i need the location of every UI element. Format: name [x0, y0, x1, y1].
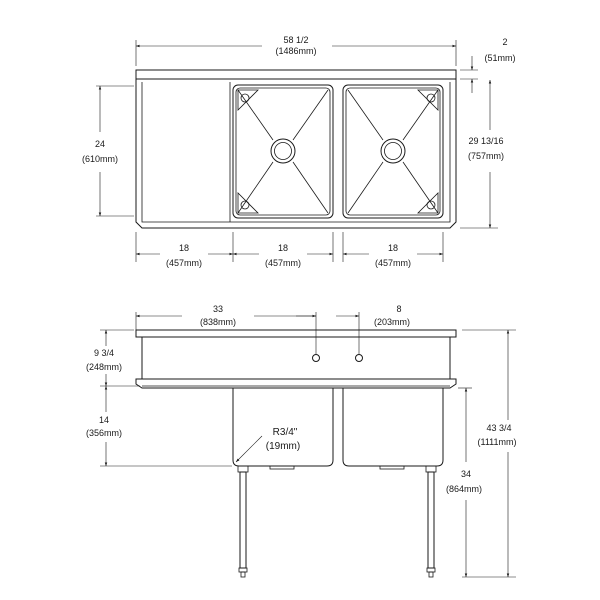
left-bowl: [232, 84, 334, 219]
right-bowl-width-mm-label: (457mm): [375, 258, 411, 268]
bowl-depth-label: 14: [99, 415, 109, 425]
right-bowl: [342, 84, 444, 219]
left-bowl-width-mm-label: (457mm): [265, 258, 301, 268]
bowl-depth-mm-label: (356mm): [86, 428, 122, 438]
corner-radius-label: R3/4": [273, 427, 298, 438]
backsplash-width-mm-label: (51mm): [485, 53, 516, 63]
front-deck-rim: [135, 378, 457, 389]
faucet-spacing-label: 8: [396, 304, 401, 314]
faucet-hole-right: [355, 354, 363, 362]
front-right-bowl: [342, 388, 444, 467]
top-backsplash: [135, 69, 457, 80]
left-drain-outer: [270, 138, 296, 164]
rim-height-mm-label: (864mm): [446, 484, 482, 494]
backsplash-width-label: 2: [502, 37, 507, 47]
front-backsplash-panel: [141, 336, 451, 380]
front-view: 33 (838mm) 8 (203mm) 9 3/4 (248mm) 14 (3…: [86, 304, 517, 578]
front-left-leg: [237, 465, 249, 578]
top-deck-outline: [135, 78, 457, 229]
overall-width-label: 58 1/2: [283, 35, 308, 45]
front-to-back-mm-label: (610mm): [82, 154, 118, 164]
faucet-offset-label: 33: [213, 304, 223, 314]
corner-radius-mm-label: (19mm): [266, 441, 300, 452]
faucet-hole-left: [312, 354, 320, 362]
rim-height-label: 34: [461, 469, 471, 479]
faucet-spacing-mm-label: (203mm): [374, 317, 410, 327]
front-backsplash-top: [135, 329, 457, 338]
front-to-back-label: 24: [95, 139, 105, 149]
left-drain-inner: [274, 142, 292, 160]
overall-height-label: 43 3/4: [486, 423, 511, 433]
right-bowl-width-label: 18: [388, 243, 398, 253]
overall-depth-label: 29 13/16: [468, 136, 503, 146]
top-inner-rim: [141, 82, 451, 223]
overall-depth-mm-label: (757mm): [468, 151, 504, 161]
backsplash-height-label: 9 3/4: [94, 348, 114, 358]
drainboard-width-label: 18: [179, 243, 189, 253]
right-drain-inner: [384, 142, 402, 160]
top-view: 58 1/2 (1486mm) 2 (51mm) 24 (610mm) 29 1…: [82, 35, 516, 268]
faucet-offset-mm-label: (838mm): [200, 317, 236, 327]
overall-width-mm-label: (1486mm): [275, 46, 316, 56]
overall-height-mm-label: (1111mm): [477, 437, 516, 447]
right-drain-outer: [380, 138, 406, 164]
front-right-leg: [425, 465, 437, 578]
backsplash-height-mm-label: (248mm): [86, 362, 122, 372]
left-bowl-width-label: 18: [278, 243, 288, 253]
drainboard-width-mm-label: (457mm): [166, 258, 202, 268]
